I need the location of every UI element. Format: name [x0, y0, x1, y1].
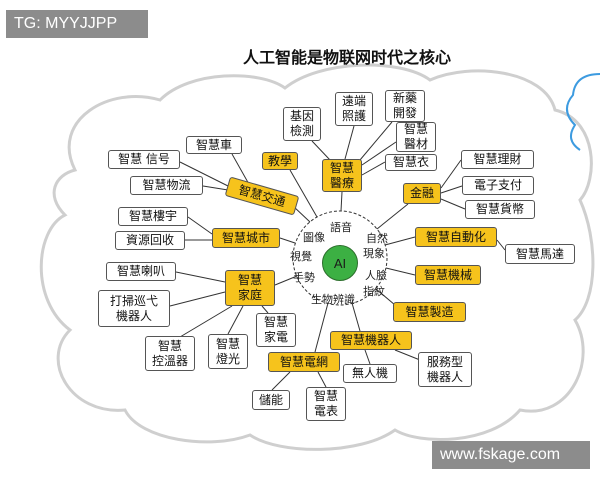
ring-label-biometrics: 生物辨識	[311, 293, 355, 306]
line-medical-drug-dev	[359, 121, 393, 161]
ring-label-image: 圖像	[303, 231, 325, 244]
leaf-e-payment: 電子支付	[462, 176, 534, 195]
hub-machinery: 智慧機械	[415, 265, 481, 285]
hub-manufacturing: 智慧製造	[393, 302, 466, 322]
line-center-robot	[351, 302, 361, 332]
line-transport-logistics	[202, 185, 229, 191]
hub-finance: 金融	[403, 183, 441, 204]
line-center-transport	[292, 205, 311, 223]
line-grid-meter	[317, 371, 327, 388]
line-center-home	[274, 275, 298, 286]
ring-label-fingerprint: 指紋	[363, 285, 385, 298]
hub-medical: 智慧 醫療	[322, 159, 362, 192]
leaf-meter: 智慧 電表	[306, 387, 346, 421]
line-home-thermostat	[179, 305, 233, 338]
leaf-drone: 無人機	[343, 364, 397, 383]
line-center-automation	[384, 236, 416, 246]
line-medical-smart-clothes	[361, 161, 386, 176]
ring-label-nature: 自然	[366, 232, 388, 245]
line-home-cleaning-robot	[169, 291, 226, 307]
line-center-grid	[314, 302, 329, 353]
leaf-storage: 儲能	[252, 390, 290, 410]
ring-label-vision: 視覺	[290, 250, 312, 263]
hub-robot: 智慧機器人	[330, 331, 412, 350]
line-center-medical	[340, 191, 343, 212]
line-automation-motor	[496, 239, 506, 251]
partial-cloud-right	[566, 73, 600, 151]
line-home-appliance	[261, 305, 269, 314]
hub-city: 智慧城市	[212, 228, 280, 248]
ai-center-node: AI	[322, 245, 358, 281]
leaf-thermostat: 智慧 控溫器	[145, 336, 195, 371]
line-center-city	[279, 237, 296, 244]
leaf-drug-dev: 新藥 開發	[385, 90, 425, 122]
leaf-gene-test: 基因 檢測	[283, 107, 321, 141]
line-city-building	[187, 216, 213, 235]
line-finance-wealth	[440, 159, 462, 189]
hub-automation: 智慧自動化	[415, 227, 497, 247]
leaf-currency: 智慧貨幣	[465, 200, 535, 219]
line-finance-e-payment	[440, 185, 463, 194]
ring-label-gesture: 手勢	[293, 271, 315, 284]
line-home-lighting	[227, 305, 244, 335]
line-grid-storage	[271, 371, 291, 391]
hub-home: 智慧 家庭	[225, 270, 275, 306]
leaf-recycling: 資源回收	[115, 231, 185, 250]
leaf-smart-car: 智慧車	[186, 136, 242, 154]
line-medical-med-material	[361, 141, 397, 166]
leaf-building: 智慧樓宇	[118, 207, 188, 226]
line-robot-service-robot	[394, 349, 421, 361]
leaf-smart-clothes: 智慧衣	[385, 154, 437, 171]
hub-education: 教學	[262, 152, 298, 170]
leaf-service-robot: 服務型 機器人	[418, 352, 472, 387]
leaf-remote-care: 遠端 照護	[335, 92, 373, 126]
ring-label-speech: 語音	[330, 221, 352, 234]
leaf-smart-signal: 智慧 信号	[108, 150, 180, 169]
leaf-appliance: 智慧 家電	[256, 313, 296, 347]
leaf-wealth: 智慧理財	[461, 150, 534, 169]
line-medical-gene-test	[311, 140, 331, 161]
line-center-finance	[376, 203, 409, 230]
center-dashed-ring	[292, 210, 388, 306]
line-center-education	[289, 169, 318, 218]
diagram-title: 人工智能是物联网时代之核心	[243, 48, 452, 67]
ring-label-face: 人臉	[365, 269, 387, 282]
leaf-med-material: 智慧 醫材	[396, 122, 436, 152]
line-center-manufacturing	[375, 288, 396, 306]
watermark-top: TG: MYYJJPP	[6, 10, 148, 38]
line-medical-remote-care	[344, 125, 355, 160]
line-center-machinery	[385, 267, 416, 276]
leaf-motor: 智慧馬達	[505, 244, 575, 264]
line-transport-smart-signal	[179, 161, 229, 187]
watermark-bottom: www.fskage.com	[432, 441, 590, 469]
leaf-logistics: 智慧物流	[130, 176, 203, 195]
line-home-speaker	[175, 271, 226, 283]
leaf-cleaning-robot: 打掃巡弋 機器人	[98, 290, 170, 327]
line-robot-drone	[364, 349, 371, 365]
ring-label-phenomenon: 現象	[363, 247, 385, 260]
leaf-speaker: 智慧喇叭	[106, 262, 176, 281]
leaf-lighting: 智慧 燈光	[208, 334, 248, 369]
hub-grid: 智慧電網	[268, 352, 340, 372]
line-finance-currency	[440, 198, 466, 210]
